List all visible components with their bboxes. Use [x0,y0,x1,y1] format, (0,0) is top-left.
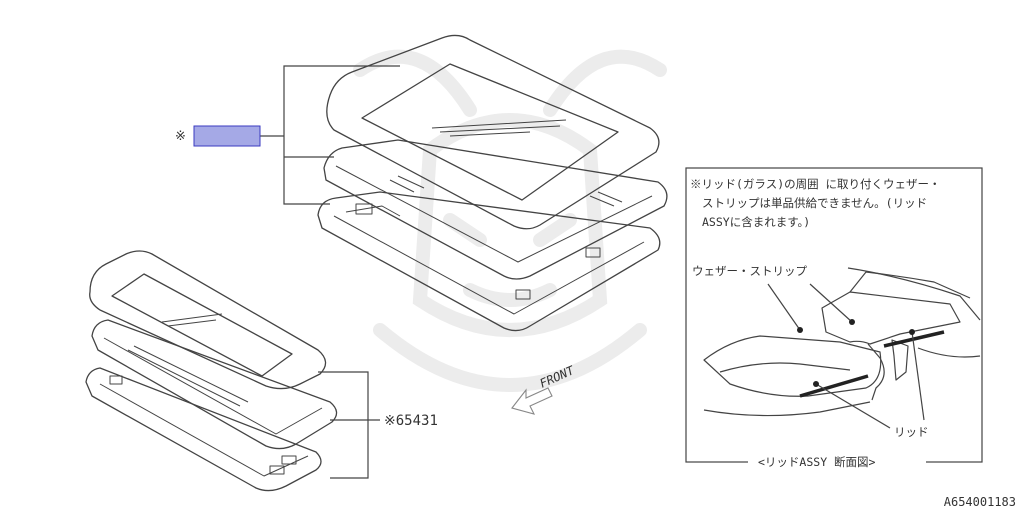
detail-caption: <リッドASSY 断面図> [758,455,876,469]
cross-section-leaders [767,283,925,429]
upper-weatherstrip [323,139,668,280]
upper-glass-lid [326,34,660,230]
callout-65431[interactable]: ※65431 [384,413,438,429]
upper-frame [317,191,661,332]
lower-frame [85,367,322,492]
front-arrow-icon [511,387,553,415]
upper-glass-pane [361,63,619,201]
lower-callout-bracket [318,371,380,479]
figure-id: A654001183 [944,495,1016,509]
lower-glass-lid [89,250,327,390]
label-lid: リッド [894,425,929,439]
watermark-emblem [353,49,667,392]
lower-weatherstrip [91,319,338,450]
part-ref-marker: ※ [175,129,186,144]
lower-glass-pane [111,273,293,377]
upper-lid-assembly [317,34,668,332]
part-number-highlight[interactable] [193,125,261,147]
front-label: FRONT [538,363,577,391]
upper-callout-bracket [260,65,400,205]
lower-lid-assembly [85,250,338,492]
cross-section-drawing [703,267,981,417]
leader-dots [797,319,915,387]
detail-box-frame [685,167,983,463]
detail-note: ※リッド(ガラス)の周囲 に取り付くウェザー・ ストリップは単品供給できません。… [690,177,941,229]
detail-note-line-3: ASSYに含まれます。) [702,215,810,229]
front-arrow [511,387,553,415]
weatherstrip-hatching [799,330,945,398]
detail-note-line-1: ※リッド(ガラス)の周囲 に取り付くウェザー・ [690,177,941,191]
detail-note-line-2: ストリップは単品供給できません。(リッド [702,196,927,210]
label-weatherstrip: ウェザー・ストリップ [692,264,807,278]
